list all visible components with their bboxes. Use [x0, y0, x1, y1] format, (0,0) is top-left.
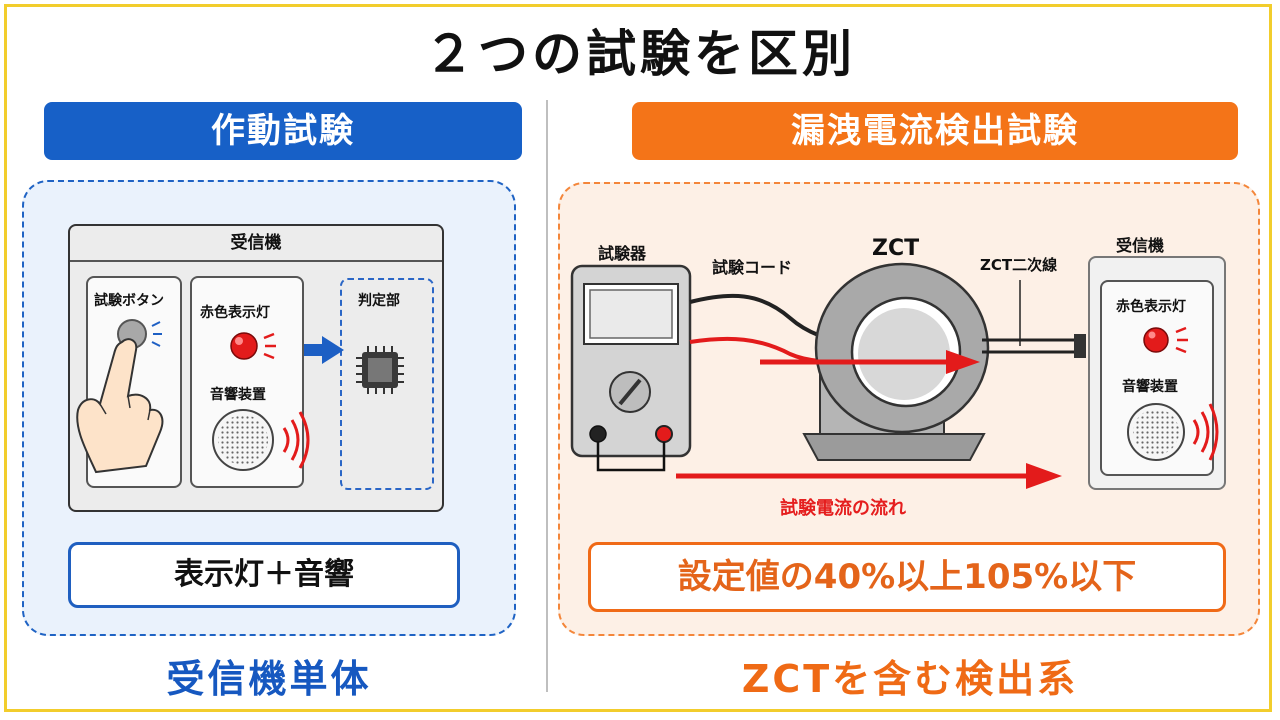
pointing-hand-icon: [76, 338, 164, 474]
zct-secondary-wire: [982, 280, 1086, 358]
leak-test-result: 設定値の40%以上105%以下: [588, 542, 1226, 612]
leak-test-scope: ZCTを含む検出系: [741, 657, 1079, 701]
tester-device-icon: [570, 264, 692, 472]
tester-label: 試験器: [598, 244, 647, 263]
sounder-label: 音響装置: [210, 387, 266, 403]
lamp-label: 赤色表示灯: [200, 305, 270, 321]
judge-box: [340, 278, 434, 490]
remote-lamp-label: 赤色表示灯: [1116, 299, 1186, 315]
leak-test-header: 漏洩電流検出試験: [632, 102, 1238, 160]
test-button-label: 試験ボタン: [94, 293, 164, 309]
center-divider: [546, 100, 548, 692]
remote-receiver-title: 受信機: [1116, 236, 1165, 255]
operation-test-header: 作動試験: [44, 102, 522, 160]
blue-arrow-icon: [304, 336, 344, 364]
red-lamp-icon: [230, 332, 276, 360]
outer-frame: [4, 4, 1272, 712]
current-arrow-through-zct: [760, 350, 980, 374]
remote-sounder-label: 音響装置: [1122, 379, 1178, 395]
zct-label: ZCT: [872, 236, 920, 261]
zct-icon: [802, 262, 990, 461]
remote-red-lamp-icon: [1143, 326, 1188, 354]
judge-label: 判定部: [358, 293, 400, 309]
operation-test-result: 表示灯＋音響: [68, 542, 460, 608]
sounder-icon: [212, 409, 310, 471]
test-cord-label: 試験コード: [712, 258, 793, 277]
remote-sounder-icon: [1127, 403, 1219, 461]
receiver-title: 受信機: [70, 226, 442, 262]
operation-test-scope: 受信機単体: [166, 657, 372, 701]
chip-icon: [356, 346, 404, 394]
page-title: ２つの試験を区別: [424, 25, 856, 83]
test-current-flow-label: 試験電流の流れ: [780, 498, 906, 519]
test-current-flow-arrow: [676, 463, 1062, 489]
zct-secondary-label: ZCT二次線: [980, 256, 1058, 274]
